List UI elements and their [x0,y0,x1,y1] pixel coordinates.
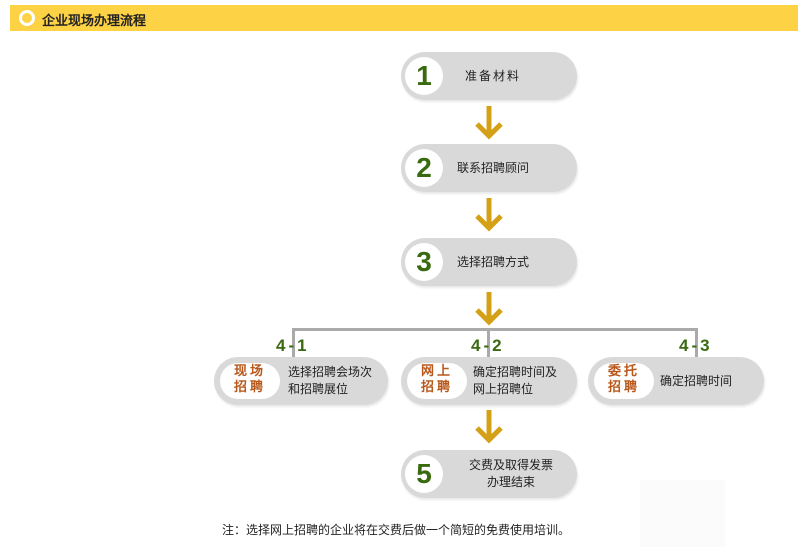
branch-id: 4-2 [471,336,505,355]
blank-area [640,480,725,547]
step-2: 2 联系招聘顾问 [401,144,577,192]
arrow-down-icon [475,410,503,444]
branch-connector [695,328,698,358]
step-number: 5 [416,458,432,489]
branch-4-3: 委托招聘 确定招聘时间 [588,357,764,405]
section-header: 企业现场办理流程 [10,5,798,31]
step-number: 3 [416,246,432,277]
arrow-down-icon [475,198,503,232]
arrow-down-icon [475,292,503,326]
branch-label: 确定招聘时间及网上招聘位 [473,365,558,396]
footnote: 注：选择网上招聘的企业将在交费后做一个简短的免费使用培训。 [222,523,571,537]
arrow-down-icon [475,106,503,140]
branch-tag: 网上招聘 [420,364,453,395]
step-number: 2 [416,152,432,183]
step-3: 3 选择招聘方式 [401,238,577,286]
step-label: 联系招聘顾问 [457,160,530,175]
step-label: 准备材料 [465,68,522,83]
step-1: 1 准备材料 [401,52,577,100]
branch-tag: 现场招聘 [233,364,266,395]
branch-connector [487,328,490,358]
branch-label: 选择招聘会场次和招聘展位 [288,365,373,396]
branch-label: 确定招聘时间 [660,373,733,388]
step-label: 选择招聘方式 [457,254,530,269]
branch-connector [292,328,698,331]
step-5: 5 交费及取得发票办理结束 [401,450,577,498]
branch-id: 4-1 [276,336,310,355]
section-title: 企业现场办理流程 [42,14,147,29]
step-label: 交费及取得发票办理结束 [468,458,553,489]
branch-4-2: 网上招聘 确定招聘时间及网上招聘位 [401,357,577,405]
branch-id: 4-3 [679,336,713,355]
step-number: 1 [416,60,432,91]
branch-connector [292,328,295,358]
branch-tag: 委托招聘 [607,364,640,395]
branch-4-1: 现场招聘 选择招聘会场次和招聘展位 [214,357,388,405]
circle-bullet-icon [19,10,35,26]
